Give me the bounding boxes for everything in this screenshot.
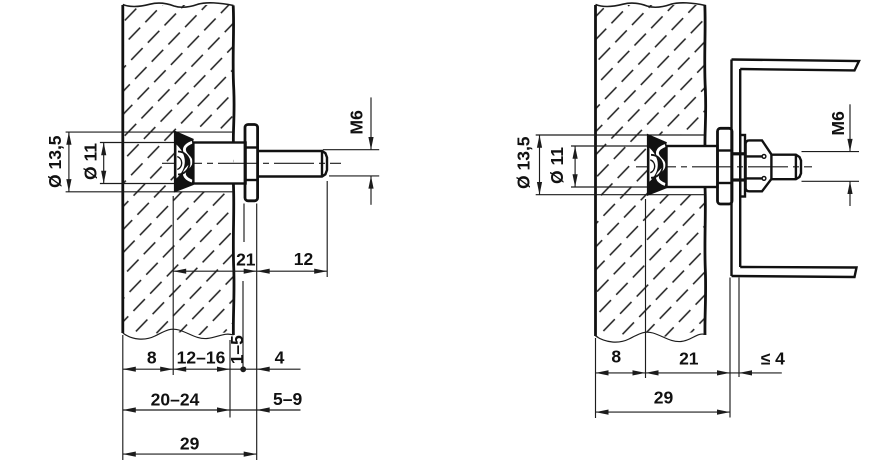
svg-text:Ø 11: Ø 11 xyxy=(81,143,101,180)
svg-text:M6: M6 xyxy=(347,110,367,135)
svg-text:4: 4 xyxy=(275,348,285,368)
svg-text:Ø 13,5: Ø 13,5 xyxy=(45,135,65,188)
svg-text:12: 12 xyxy=(294,249,314,269)
svg-text:Ø 11: Ø 11 xyxy=(547,147,567,184)
svg-text:8: 8 xyxy=(611,347,621,367)
svg-text:M6: M6 xyxy=(828,111,848,136)
svg-text:1–5: 1–5 xyxy=(227,335,247,364)
svg-text:21: 21 xyxy=(679,349,699,369)
svg-text:20–24: 20–24 xyxy=(151,389,200,409)
svg-text:8: 8 xyxy=(147,348,157,368)
svg-text:29: 29 xyxy=(654,388,674,408)
svg-text:≤ 4: ≤ 4 xyxy=(761,349,785,369)
svg-text:Ø 13,5: Ø 13,5 xyxy=(514,136,534,189)
svg-text:21: 21 xyxy=(236,249,256,269)
svg-text:5–9: 5–9 xyxy=(273,389,302,409)
svg-text:29: 29 xyxy=(180,433,200,453)
svg-text:12–16: 12–16 xyxy=(177,348,226,368)
